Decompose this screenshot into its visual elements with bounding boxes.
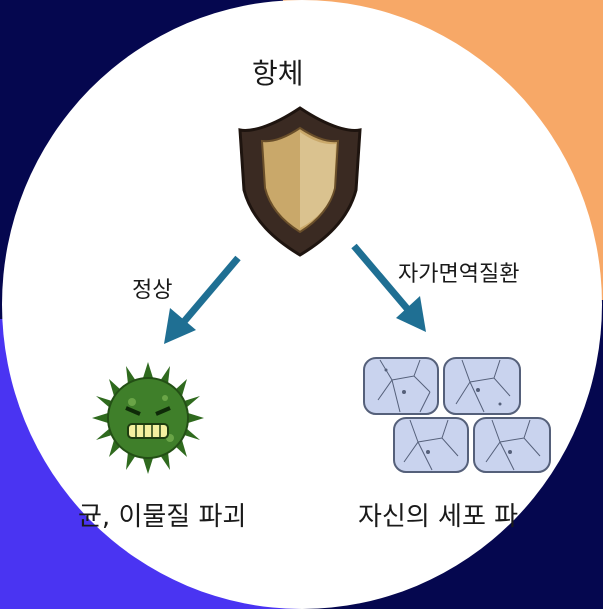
branch-label-autoimmune: 자가면역질환 (398, 262, 520, 287)
cells-icon (363, 357, 551, 473)
outcome-label-autoimmune: 자신의 세포 파 (358, 502, 519, 532)
arrow-to-normal (164, 255, 241, 344)
branch-label-normal: 정상 (132, 278, 173, 303)
arrow-to-autoimmune (351, 243, 426, 332)
page-title: 항체 (252, 57, 304, 90)
shield-icon (238, 106, 362, 257)
outcome-label-normal: 균, 이물질 파괴 (78, 502, 247, 532)
germ-icon (92, 362, 204, 474)
